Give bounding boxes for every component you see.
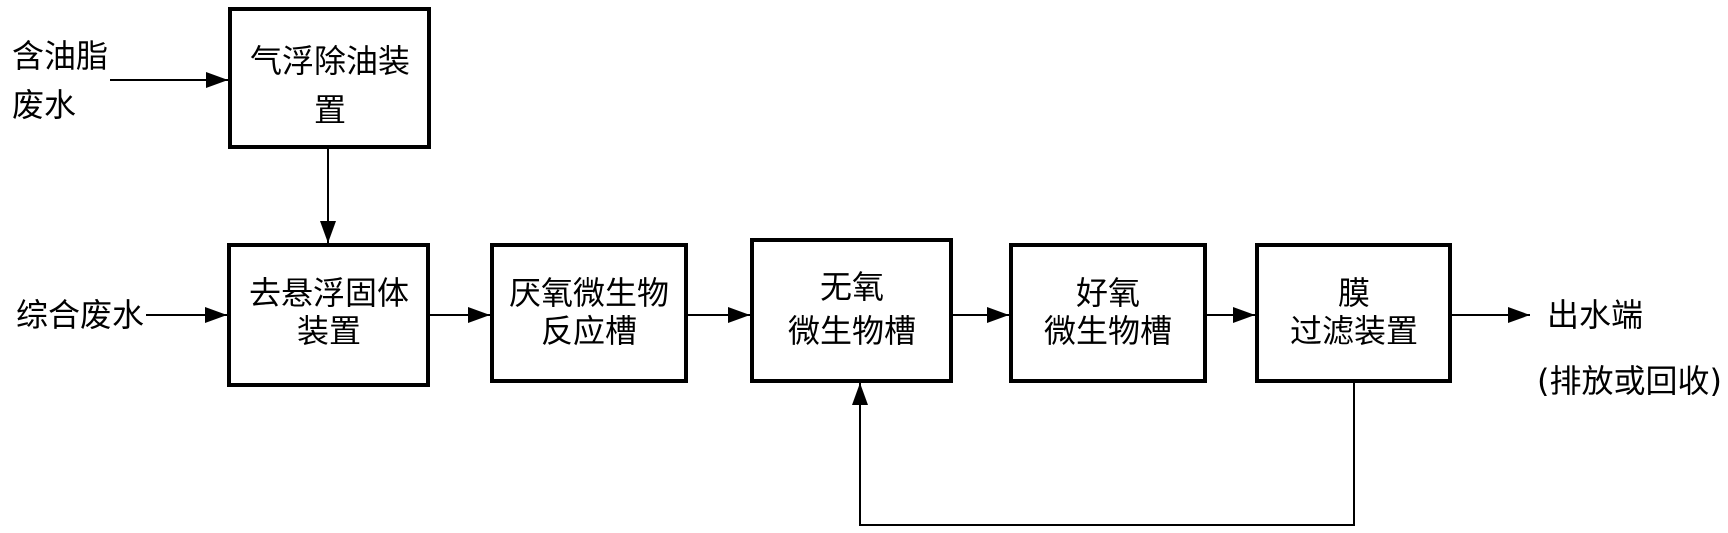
node-aerobic-tank: 好氧 微生物槽 (1009, 243, 1207, 383)
node-anaerobic-reactor-line-2: 反应槽 (541, 312, 637, 350)
node-anaerobic-reactor-line-1: 厌氧微生物 (509, 274, 669, 312)
input-oily-wastewater-line-2: 废水 (12, 86, 76, 124)
node-membrane-filtration-line-1: 膜 (1338, 274, 1370, 312)
input-oily-wastewater: 含油脂 废水 (12, 37, 108, 124)
node-flotation-oil-removal-line-1: 气浮除油装 (250, 42, 410, 80)
node-anoxic-tank: 无氧 微生物槽 (750, 238, 953, 383)
node-flotation-oil-removal: 气浮除油装 置 (228, 7, 431, 149)
node-suspended-solids-removal: 去悬浮固体 装置 (227, 243, 430, 387)
node-membrane-filtration-line-2: 过滤装置 (1290, 312, 1418, 350)
node-flotation-oil-removal-line-2: 置 (314, 91, 346, 129)
node-flotation-oil-removal-box (228, 7, 431, 149)
node-aerobic-tank-box (1009, 243, 1207, 383)
input-oily-wastewater-line-1: 含油脂 (12, 37, 108, 75)
node-suspended-solids-removal-box (227, 243, 430, 387)
output-label: 出水端 (1547, 296, 1643, 334)
node-anoxic-tank-line-2: 微生物槽 (788, 312, 916, 350)
input-combined-wastewater: 综合废水 (16, 296, 144, 334)
node-membrane-filtration: 膜 过滤装置 (1255, 243, 1452, 383)
node-aerobic-tank-line-1: 好氧 (1076, 274, 1140, 312)
node-suspended-solids-removal-line-2: 装置 (297, 312, 361, 350)
node-anoxic-tank-line-1: 无氧 (820, 268, 884, 306)
node-anaerobic-reactor-box (490, 243, 688, 383)
node-anoxic-tank-box (750, 238, 953, 383)
node-suspended-solids-removal-line-1: 去悬浮固体 (249, 274, 409, 312)
node-aerobic-tank-line-2: 微生物槽 (1044, 312, 1172, 350)
arrow-membrane-return-to-anoxic (852, 383, 1355, 526)
node-membrane-filtration-box (1255, 243, 1452, 383)
node-anaerobic-reactor: 厌氧微生物 反应槽 (490, 243, 688, 383)
output-note: (排放或回收) (1537, 362, 1722, 400)
